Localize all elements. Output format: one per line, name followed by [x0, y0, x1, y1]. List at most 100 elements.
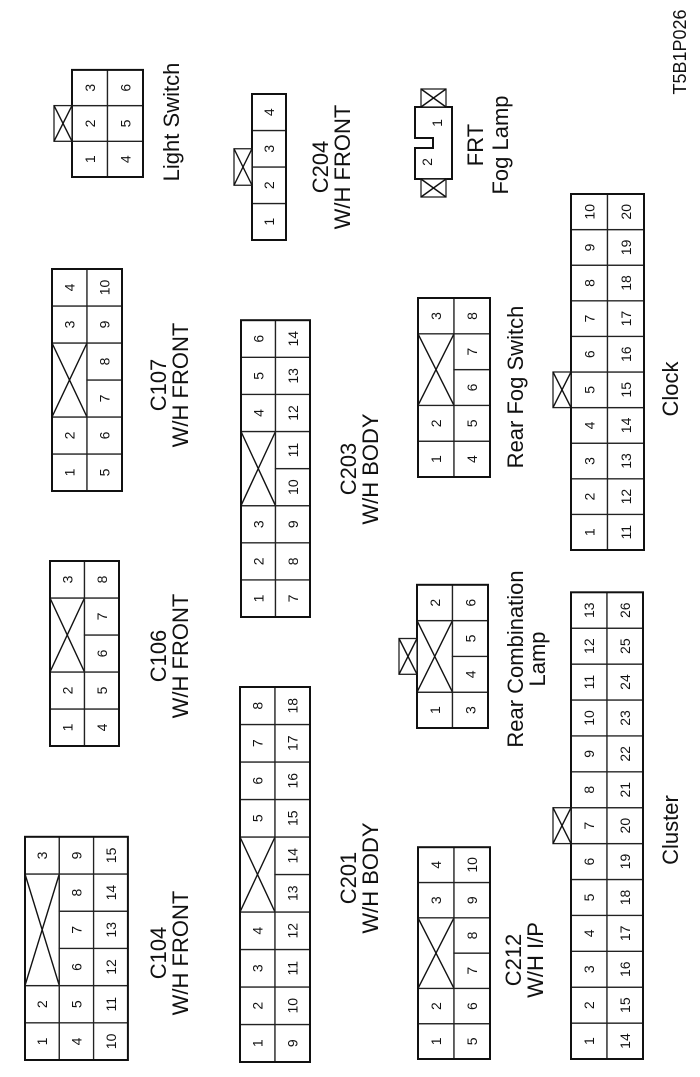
- cross-line: [240, 431, 277, 506]
- connector-label: C106: [146, 630, 171, 683]
- pin-number: 3: [62, 320, 78, 328]
- cross-line: [420, 88, 447, 108]
- pin-number: 8: [581, 786, 597, 794]
- pin-number: 24: [617, 674, 633, 690]
- connector-label: W/H FRONT: [168, 891, 193, 1016]
- pin-number: 9: [285, 520, 301, 528]
- pin-number: 20: [617, 818, 633, 834]
- cross-line: [417, 917, 455, 989]
- connector-label: Lamp: [525, 631, 550, 686]
- pin-number: 5: [97, 468, 113, 476]
- pin-number: 7: [250, 739, 266, 747]
- pin-number: 15: [103, 847, 119, 863]
- pin-number: 9: [68, 851, 84, 859]
- pin-number: 1: [250, 1039, 266, 1047]
- pin-number: 1: [427, 706, 443, 714]
- pin-number: 2: [62, 431, 78, 439]
- pin-number: 8: [464, 312, 480, 320]
- pin-number: 3: [462, 706, 478, 714]
- pin-number: 15: [617, 997, 633, 1013]
- cross-line: [552, 807, 572, 844]
- pin-number: 3: [261, 145, 277, 153]
- pin-number: 10: [581, 710, 597, 726]
- pin-number: 3: [250, 964, 266, 972]
- connector-label: C107: [146, 359, 171, 412]
- pin-number: 6: [581, 350, 597, 358]
- pin-number: 18: [618, 275, 634, 291]
- pin-number: 8: [464, 931, 480, 939]
- pin-number: 11: [285, 443, 301, 458]
- drawing-id: T5B1P026: [670, 9, 690, 94]
- cross-line: [24, 873, 60, 986]
- connector-cluster: 1234567891011121314151617181920212223242…: [552, 591, 683, 1060]
- pin-number: 2: [581, 492, 597, 500]
- pin-number: 7: [581, 314, 597, 322]
- pin-number: 6: [250, 777, 266, 785]
- pin-number: 2: [59, 686, 75, 694]
- pin-number: 11: [581, 675, 597, 690]
- cross-line: [53, 105, 73, 142]
- cross-line: [398, 638, 418, 675]
- pin-number: 1: [62, 468, 78, 476]
- pin-number: 12: [285, 405, 301, 421]
- pin-number: 3: [34, 851, 50, 859]
- pin-number: 6: [581, 857, 597, 865]
- pin-number: 22: [617, 746, 633, 762]
- pin-number: 14: [103, 885, 119, 901]
- pin-number: 19: [618, 239, 634, 255]
- pin-number: 11: [103, 997, 119, 1012]
- pin-number: 1: [34, 1037, 50, 1045]
- pin-number: 2: [261, 181, 277, 189]
- pin-number: 1: [428, 1037, 444, 1045]
- pin-number: 7: [97, 394, 113, 402]
- pin-number: 5: [94, 686, 110, 694]
- connector-label: W/H FRONT: [168, 594, 193, 719]
- pin-number: 2: [581, 1001, 597, 1009]
- connector-label: Rear Fog Switch: [503, 306, 528, 469]
- pin-number: 9: [97, 320, 113, 328]
- pin-number: 2: [250, 557, 266, 565]
- pin-number: 6: [97, 431, 113, 439]
- pin-number: 26: [617, 602, 633, 618]
- pin-number: 3: [82, 84, 98, 92]
- pin-number: 3: [428, 896, 444, 904]
- cross-line: [49, 597, 86, 673]
- connector-label: Cluster: [658, 795, 683, 865]
- pin-number: 13: [285, 368, 301, 384]
- connector-outline: [417, 297, 491, 478]
- pin-number: 3: [59, 575, 75, 583]
- pin-number: 4: [94, 723, 110, 731]
- pin-number: 4: [117, 155, 133, 163]
- pin-number: 2: [419, 158, 435, 166]
- pin-number: 8: [97, 357, 113, 365]
- pin-number: 18: [285, 698, 301, 714]
- pin-number: 12: [618, 489, 634, 505]
- pin-number: 14: [617, 1033, 633, 1049]
- connector-label: W/H FRONT: [168, 323, 193, 448]
- connector-label: Light Switch: [159, 63, 184, 182]
- pin-number: 17: [285, 735, 301, 751]
- pin-number: 9: [581, 750, 597, 758]
- pin-number: 10: [285, 479, 301, 495]
- connector-outline: [51, 268, 123, 492]
- pin-number: 12: [103, 959, 119, 975]
- pin-number: 5: [68, 1000, 84, 1008]
- pin-number: 7: [464, 967, 480, 975]
- pin-number: 14: [285, 331, 301, 347]
- pin-number: 15: [618, 382, 634, 398]
- pin-number: 1: [429, 119, 445, 127]
- pin-number: 2: [34, 1000, 50, 1008]
- pin-number: 18: [617, 889, 633, 905]
- pin-number: 6: [464, 1002, 480, 1010]
- pin-number: 7: [94, 612, 110, 620]
- pin-number: 5: [464, 419, 480, 427]
- pin-number: 10: [97, 280, 113, 296]
- pin-number: 10: [103, 1033, 119, 1049]
- pin-number: 4: [68, 1037, 84, 1045]
